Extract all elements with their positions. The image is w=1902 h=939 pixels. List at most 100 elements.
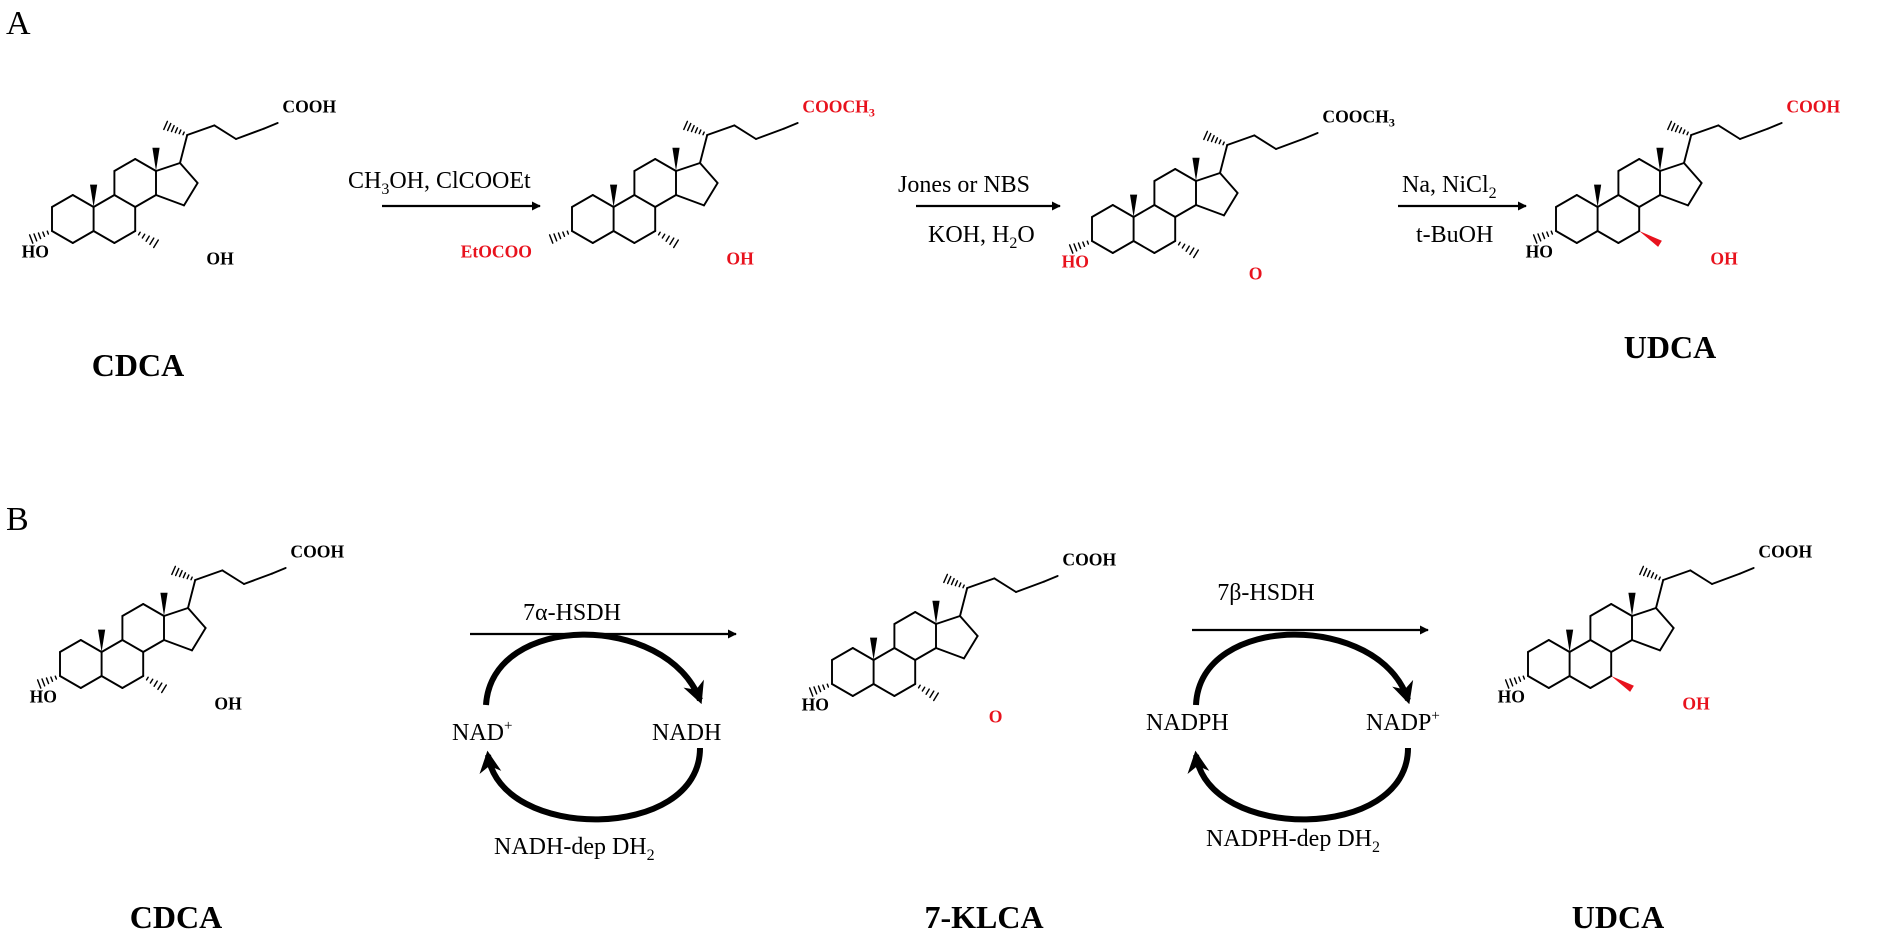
bond bbox=[1659, 162, 1685, 172]
bond bbox=[1223, 192, 1239, 217]
bond bbox=[1596, 194, 1620, 208]
bond bbox=[1153, 240, 1177, 254]
wedge-bond bbox=[1611, 676, 1634, 692]
bond bbox=[935, 615, 961, 625]
bond bbox=[993, 577, 1017, 593]
bond bbox=[79, 675, 103, 689]
bond bbox=[1153, 204, 1177, 218]
bond bbox=[1617, 194, 1641, 208]
compound-a4: COOH HO OH bbox=[1526, 97, 1841, 269]
bond bbox=[92, 230, 116, 244]
bond bbox=[1177, 241, 1181, 246]
cofactor-label: NADP+ bbox=[1366, 708, 1440, 736]
bond bbox=[1555, 230, 1578, 244]
bond bbox=[155, 194, 185, 207]
bond bbox=[149, 678, 154, 684]
bond bbox=[1642, 567, 1648, 577]
cofactor-cycle-arrow bbox=[479, 747, 703, 823]
bond bbox=[1546, 231, 1550, 238]
bond bbox=[733, 124, 757, 140]
compound-b3: COOH HO OH bbox=[1498, 542, 1813, 714]
compound-name: 7-KLCA bbox=[924, 899, 1043, 935]
bond bbox=[1132, 204, 1156, 218]
acid-group: COOH bbox=[1786, 97, 1840, 117]
bond bbox=[954, 580, 959, 587]
bond bbox=[155, 162, 181, 172]
c3-hydroxyl: HO bbox=[1062, 251, 1089, 271]
acid-group: COOH bbox=[1062, 550, 1116, 570]
bond bbox=[553, 233, 558, 242]
bond bbox=[37, 232, 42, 240]
bond bbox=[1195, 172, 1221, 182]
bond bbox=[1670, 122, 1676, 132]
bond bbox=[1682, 129, 1686, 135]
enzyme-label: 7β-HSDH bbox=[1217, 580, 1315, 606]
regeneration-enzyme-label: NADPH-dep DH2 bbox=[1206, 826, 1380, 856]
bond bbox=[178, 129, 182, 135]
bond bbox=[1667, 120, 1673, 131]
bond bbox=[1537, 233, 1542, 242]
bond bbox=[557, 232, 562, 240]
bond bbox=[182, 131, 185, 136]
bond bbox=[1655, 607, 1675, 629]
bond bbox=[71, 194, 95, 208]
bond bbox=[932, 692, 940, 702]
bond bbox=[46, 230, 50, 235]
bond bbox=[92, 194, 116, 208]
c3-hydroxyl: HO bbox=[30, 686, 57, 706]
bond bbox=[171, 565, 177, 576]
bond bbox=[675, 162, 701, 172]
bond bbox=[142, 603, 165, 617]
wedge-bond bbox=[672, 147, 680, 171]
bond bbox=[683, 120, 689, 131]
bond bbox=[1222, 141, 1225, 146]
bond bbox=[1303, 132, 1319, 140]
compound-a3: COOCH3 HO O bbox=[1062, 107, 1395, 284]
bond bbox=[1674, 124, 1679, 133]
bond bbox=[893, 683, 917, 697]
bond bbox=[654, 194, 677, 208]
bond bbox=[170, 124, 175, 133]
bond bbox=[1739, 127, 1769, 140]
bond bbox=[157, 682, 163, 691]
bond bbox=[694, 127, 699, 134]
bond bbox=[33, 233, 38, 242]
wedge-bond bbox=[932, 600, 940, 624]
bond bbox=[1068, 244, 1074, 254]
bond bbox=[213, 124, 237, 140]
wedge-bond bbox=[152, 147, 160, 171]
acid-group: COOH bbox=[1758, 542, 1812, 562]
bond bbox=[962, 584, 965, 589]
bond bbox=[1589, 603, 1613, 617]
bond bbox=[1219, 172, 1239, 194]
bond bbox=[1504, 679, 1510, 689]
bond bbox=[1174, 204, 1197, 218]
bond bbox=[1192, 249, 1200, 259]
bond bbox=[1195, 204, 1225, 217]
bond bbox=[100, 675, 124, 689]
wedge-bond bbox=[160, 592, 168, 616]
bond bbox=[178, 569, 183, 578]
bond bbox=[1617, 158, 1641, 172]
bond bbox=[1678, 127, 1683, 134]
bond bbox=[121, 675, 145, 689]
bond bbox=[702, 131, 705, 136]
bond bbox=[50, 676, 54, 683]
bond bbox=[591, 194, 615, 208]
bond bbox=[79, 639, 103, 653]
bond bbox=[706, 124, 736, 136]
bond bbox=[872, 647, 896, 661]
bond bbox=[187, 607, 207, 629]
bond bbox=[1683, 162, 1703, 184]
bond bbox=[1589, 675, 1613, 689]
compound-b1: COOH HO OH bbox=[30, 542, 345, 714]
bond bbox=[1532, 234, 1538, 244]
bond bbox=[1111, 204, 1135, 218]
compound-name: UDCA bbox=[1572, 899, 1664, 935]
bond bbox=[1214, 137, 1219, 144]
compound-name: CDCA bbox=[130, 899, 222, 935]
c3-hydroxyl: HO bbox=[1498, 686, 1525, 706]
bond bbox=[1073, 243, 1078, 252]
bond bbox=[51, 230, 74, 244]
bond bbox=[571, 230, 594, 244]
